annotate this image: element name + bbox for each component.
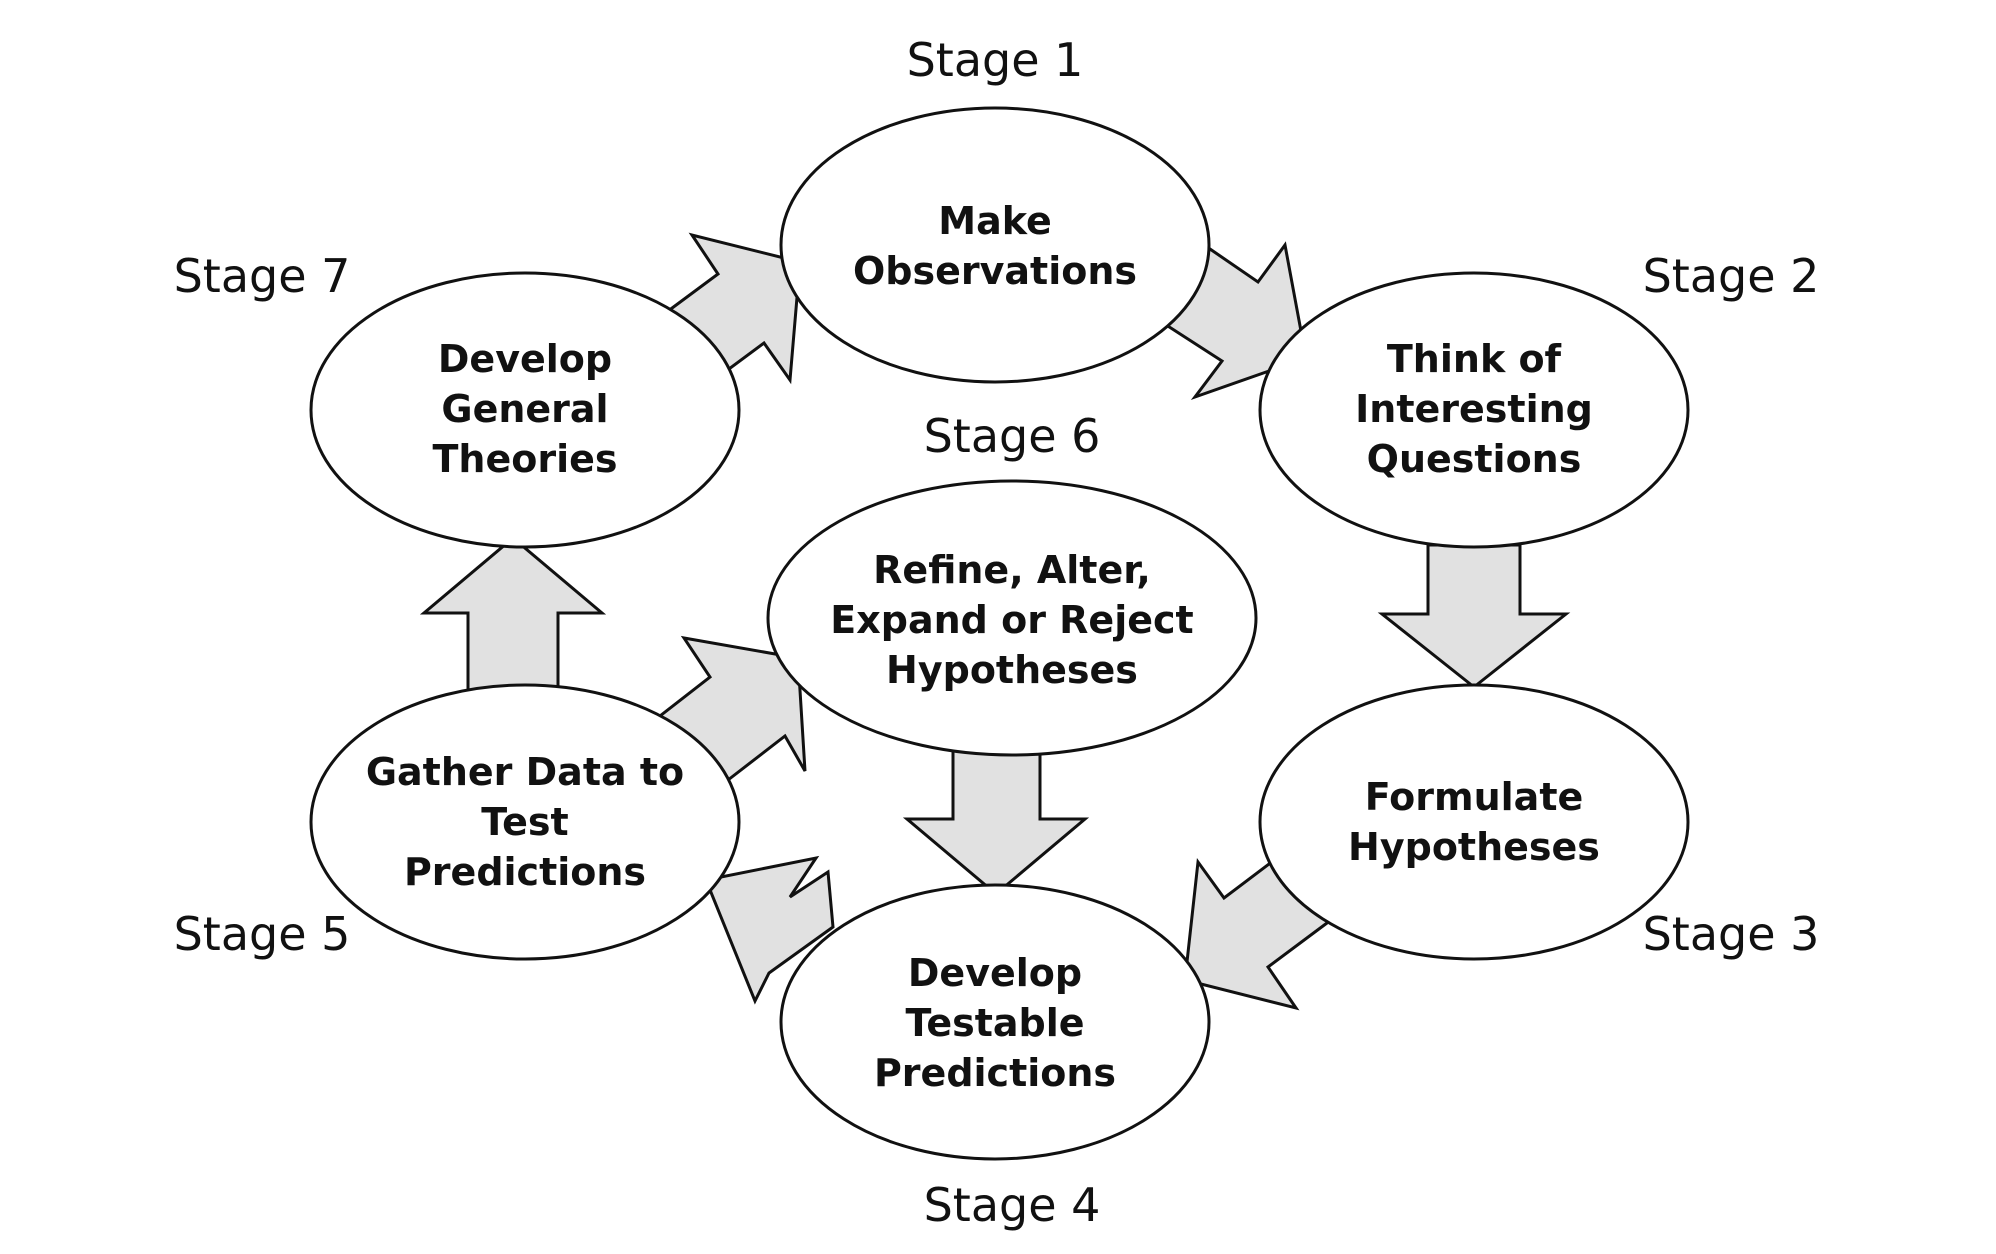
arrow-stage4-to-stage5 — [703, 855, 835, 1005]
arrow-stage6-to-stage4 — [902, 743, 1090, 896]
node-stage-4-line-1: Develop — [908, 951, 1082, 995]
node-stage-6: Refine, Alter, Expand or Reject Hypothes… — [766, 479, 1258, 757]
arrow-stage5-to-stage7 — [419, 536, 607, 692]
node-stage-4-line-3: Predictions — [874, 1051, 1116, 1095]
node-stage-1-line-1: Make — [938, 199, 1051, 243]
stage-label-3: Stage 3 — [1643, 907, 1820, 961]
node-stage-4-line-2: Testable — [905, 1001, 1084, 1045]
node-stage-7-line-1: Develop — [438, 337, 612, 381]
node-stage-6-line-3: Hypotheses — [886, 648, 1138, 692]
node-stage-1-line-2: Observations — [853, 249, 1137, 293]
node-stage-7-line-2: General — [441, 387, 608, 431]
node-stage-5-line-2: Test — [481, 800, 568, 844]
node-stage-2-line-1: Think of — [1387, 337, 1562, 381]
arrow-stage2-to-stage3 — [1377, 543, 1571, 689]
node-stage-5-line-1: Gather Data to — [366, 750, 684, 794]
node-stage-2-line-2: Interesting — [1355, 387, 1593, 431]
node-stage-3: Formulate Hypotheses — [1258, 683, 1690, 961]
node-stage-5: Gather Data to Test Predictions — [309, 683, 741, 961]
stage-label-6: Stage 6 — [924, 409, 1101, 463]
node-stage-6-line-2: Expand or Reject — [830, 598, 1193, 642]
stage-label-2: Stage 2 — [1643, 249, 1820, 303]
node-stage-2-line-3: Questions — [1367, 437, 1582, 481]
node-stage-7-line-3: Theories — [432, 437, 617, 481]
node-stage-6-line-1: Refine, Alter, — [873, 548, 1151, 592]
node-stage-4: Develop Testable Predictions — [779, 883, 1211, 1161]
stage-label-5: Stage 5 — [174, 907, 351, 961]
node-stage-1: Make Observations — [779, 106, 1211, 384]
node-stage-3-line-1: Formulate — [1365, 775, 1584, 819]
node-stage-3-line-2: Hypotheses — [1348, 825, 1600, 869]
stage-label-1: Stage 1 — [907, 33, 1084, 87]
node-stage-5-line-3: Predictions — [404, 850, 646, 894]
stage-label-4: Stage 4 — [924, 1178, 1101, 1232]
node-stage-2: Think of Interesting Questions — [1258, 271, 1690, 549]
node-stage-7: Develop General Theories — [309, 271, 741, 549]
stage-label-7: Stage 7 — [174, 249, 351, 303]
